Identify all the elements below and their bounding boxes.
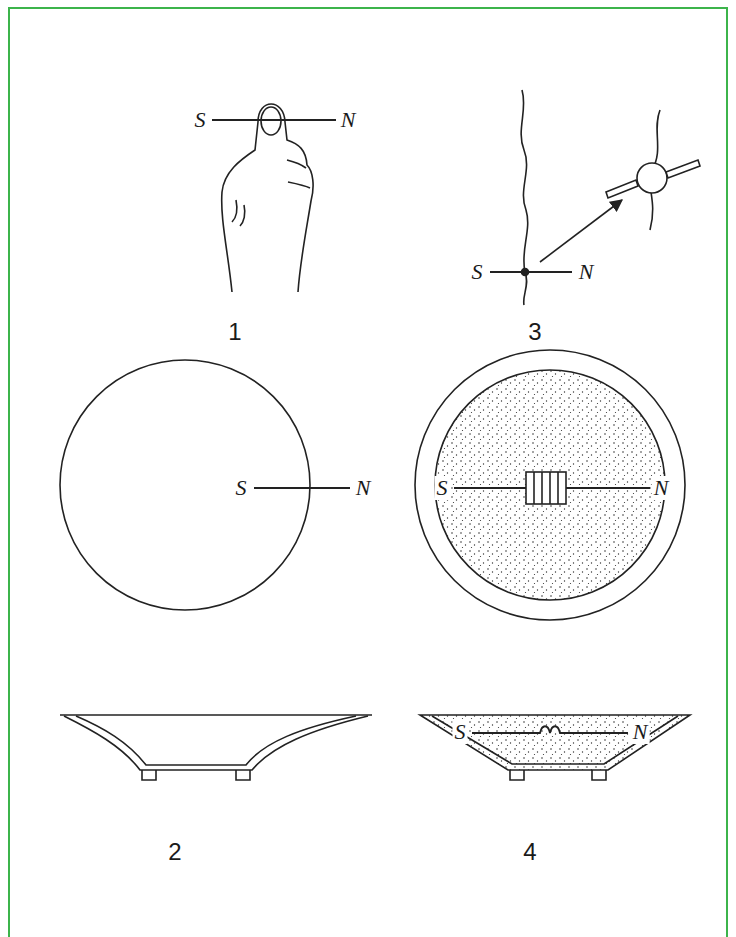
- pole-label: N: [652, 476, 671, 500]
- water-float-method: [415, 350, 690, 780]
- figure-number: 2: [166, 839, 183, 865]
- figure-number: 1: [226, 319, 243, 345]
- thread-method: [490, 90, 700, 305]
- pole-label: S: [470, 260, 485, 284]
- bowl-rim-method: [60, 360, 372, 780]
- pole-label: S: [435, 476, 450, 500]
- pole-label: N: [631, 720, 650, 744]
- pole-label: S: [234, 476, 249, 500]
- figure-number: 3: [526, 319, 543, 345]
- pole-label: N: [339, 108, 358, 132]
- figure-number: 4: [521, 839, 538, 865]
- frame-border: [9, 8, 727, 937]
- fingernail-method: [212, 104, 336, 292]
- pole-label: S: [193, 108, 208, 132]
- pole-label: N: [577, 260, 596, 284]
- pole-label: N: [354, 476, 373, 500]
- pole-label: S: [453, 720, 468, 744]
